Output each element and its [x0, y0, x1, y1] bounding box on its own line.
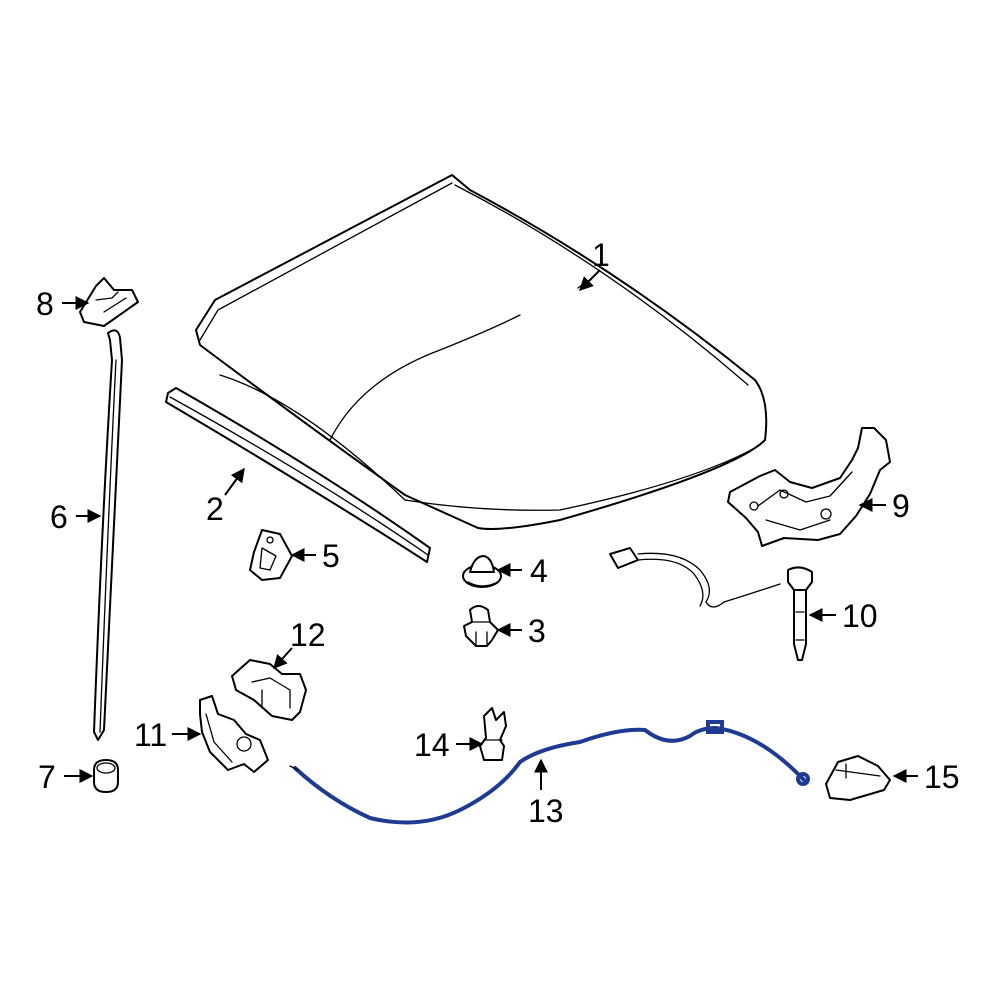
callout-7: 7	[38, 759, 56, 795]
hood-lift-strut-with-wire[interactable]	[609, 547, 813, 661]
callout-6: 6	[50, 499, 68, 535]
hood-hinge[interactable]	[727, 427, 891, 547]
callout-1: 1	[592, 237, 610, 273]
hood-latch[interactable]	[199, 695, 269, 773]
cable-clip[interactable]	[479, 707, 507, 761]
callout-3: 3	[528, 613, 546, 649]
hood-prop-rod[interactable]	[93, 329, 123, 741]
hood-release-handle[interactable]	[825, 755, 891, 801]
hood-bracket[interactable]	[249, 529, 293, 581]
leader-2	[224, 467, 245, 496]
callout-10: 10	[842, 598, 878, 634]
callout-11: 11	[134, 717, 167, 753]
rod-grommet[interactable]	[93, 759, 119, 793]
callout-12: 12	[290, 617, 326, 653]
bumper-stop[interactable]	[462, 555, 502, 588]
callout-14: 14	[414, 727, 450, 763]
hood-panel[interactable]	[195, 174, 768, 530]
rod-holder-clip[interactable]	[79, 277, 139, 327]
callout-5: 5	[322, 538, 340, 574]
callout-9: 9	[892, 488, 910, 524]
leader-12	[273, 647, 293, 670]
callout-13: 13	[528, 793, 564, 829]
callout-2: 2	[206, 491, 224, 527]
hood-seal-strip[interactable]	[165, 387, 431, 563]
callout-4: 4	[530, 553, 548, 589]
callout-15: 15	[924, 759, 960, 795]
leader-lines	[62, 269, 918, 790]
latch-housing[interactable]	[231, 659, 307, 721]
callout-labels: 1 2 3 4 5 6 7 8 9 10 11 12 13 14 15	[36, 237, 960, 829]
callout-8: 8	[36, 286, 54, 322]
hood-release-cable[interactable]	[289, 720, 810, 825]
leader-1	[579, 269, 601, 291]
push-clip[interactable]	[463, 605, 499, 647]
